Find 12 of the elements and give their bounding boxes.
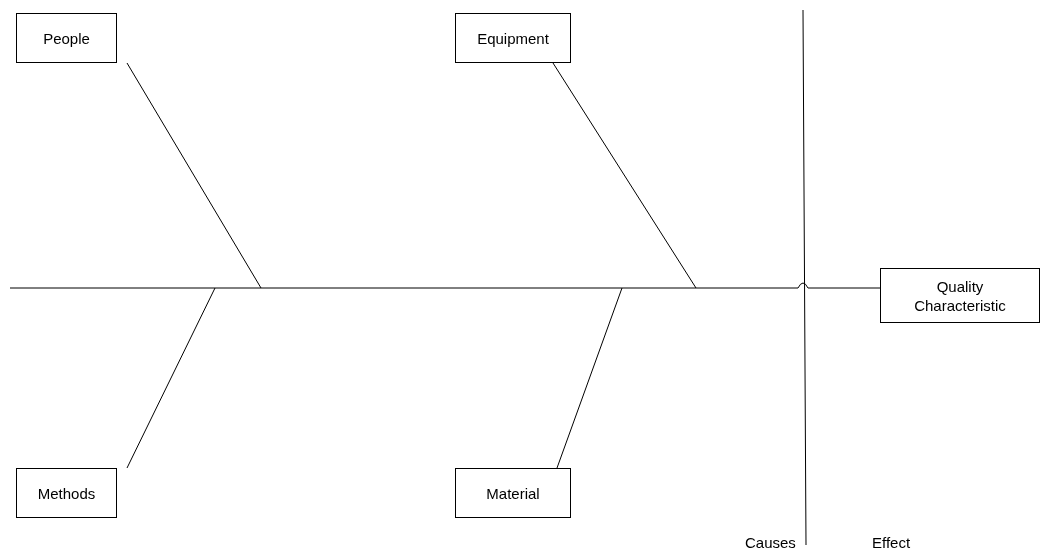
cause-box: Material: [455, 468, 571, 518]
effect-box: Quality Characteristic: [880, 268, 1040, 323]
section-label: Effect: [872, 534, 911, 551]
cause-box: Methods: [16, 468, 117, 518]
spine-line: [9, 282, 881, 289]
bone-line: [126, 62, 262, 289]
cause-box: Equipment: [455, 13, 571, 63]
section-label: Causes: [745, 534, 796, 551]
bone-line: [552, 62, 697, 289]
bone-line: [556, 287, 623, 469]
bone-line: [126, 287, 216, 469]
cause-box: People: [16, 13, 117, 63]
